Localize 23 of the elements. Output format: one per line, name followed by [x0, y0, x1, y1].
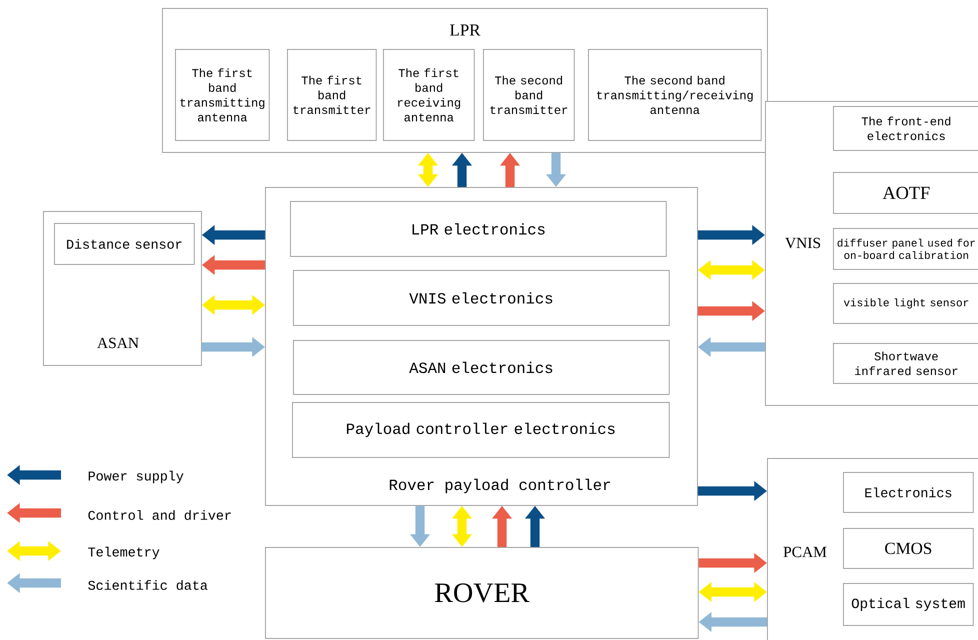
component-box: The first band transmitting antenna [175, 49, 270, 141]
component-box: visible light sensor [833, 283, 978, 324]
component-box: AOTF [833, 172, 978, 214]
component-box: The first band transmitter [287, 49, 377, 141]
component-box: Payload controller electronics [292, 402, 670, 458]
legend-label: Power supply [88, 470, 184, 484]
component-box: LPR electronics [290, 201, 667, 257]
component-box: Optical system [843, 583, 974, 626]
component-box: The first band receiving antenna [383, 49, 475, 141]
component-box: CMOS [843, 528, 974, 569]
component-box: The front-end electronics [833, 106, 978, 151]
legend-label: Scientific data [88, 580, 208, 590]
component-box: VNIS electronics [293, 270, 670, 326]
component-box: diffuser panel used for on-board calibration [833, 228, 978, 270]
component-box: The second band transmitter [483, 49, 575, 141]
legend-label: Telemetry [88, 546, 160, 560]
legend-label: Control and driver [88, 510, 231, 520]
component-box: ROVER [265, 547, 699, 639]
component-box: ASAN electronics [293, 340, 670, 395]
component-box: Electronics [843, 472, 974, 513]
component-box: Distance sensor [54, 223, 195, 265]
component-box: The second band transmitting/receiving antenna [588, 49, 762, 141]
component-box: Shortwave infrared sensor [833, 343, 978, 384]
